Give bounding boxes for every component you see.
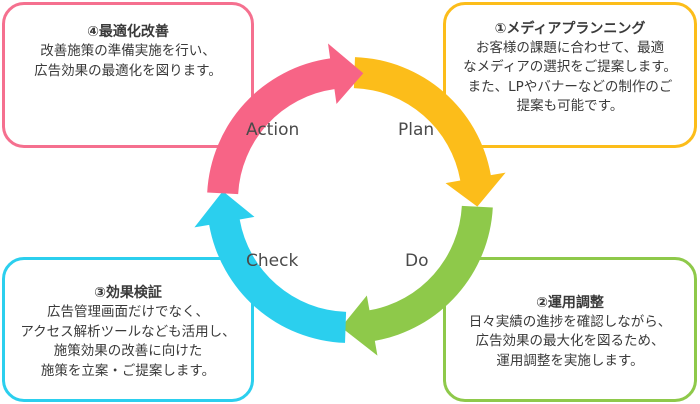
do-title: ②運用調整 — [536, 294, 604, 311]
check-title: ③効果検証 — [94, 285, 162, 301]
plan-line: また、LPやバナーなどの制作のご — [467, 78, 673, 95]
arrow-check — [194, 191, 347, 343]
do-line: 日々実績の進捗を確認しながら、 — [468, 313, 672, 330]
plan-box: ①メディアプランニング お客様の課題に合わせて、最適 なメディアの選択をご提案し… — [443, 2, 697, 148]
stage-label-plan: Plan — [398, 120, 434, 140]
do-line: 広告効果の最大化を図るため、 — [475, 333, 665, 350]
stage-label-check: Check — [246, 251, 298, 271]
check-box: ③効果検証 広告管理画面だけでなく、 アクセス解析ツールなども活用し、 施策効果… — [2, 257, 254, 402]
check-line: 施策を立案・ご提案します。 — [40, 362, 216, 379]
action-line: 改善施策の準備実施を行い、 — [40, 43, 216, 59]
plan-line: なメディアの選択をご提案します。 — [463, 59, 677, 75]
check-line: 広告管理画面だけでなく、 — [47, 304, 209, 320]
plan-title: ①メディアプランニング — [494, 20, 646, 37]
plan-line: お客様の課題に合わせて、最適 — [475, 39, 665, 56]
action-box: ④最適化改善 改善施策の準備実施を行い、 広告効果の最適化を図ります。 — [2, 2, 254, 148]
arrow-do — [341, 205, 493, 356]
action-title: ④最適化改善 — [87, 24, 169, 40]
check-line: アクセス解析ツールなども活用し、 — [20, 323, 236, 340]
arrow-plan — [353, 57, 506, 207]
arrow-action — [207, 43, 364, 195]
plan-line: 提案も可能です。 — [516, 98, 624, 114]
action-line: 広告効果の最適化を図ります。 — [34, 62, 222, 79]
stage-label-action: Action — [246, 120, 299, 140]
stage-label-do: Do — [405, 251, 429, 271]
do-box: ②運用調整 日々実績の進捗を確認しながら、 広告効果の最大化を図るため、 運用調… — [443, 257, 697, 402]
check-line: 施策効果の改善に向けた — [53, 343, 203, 359]
do-line: 運用調整を実施します。 — [496, 352, 644, 369]
